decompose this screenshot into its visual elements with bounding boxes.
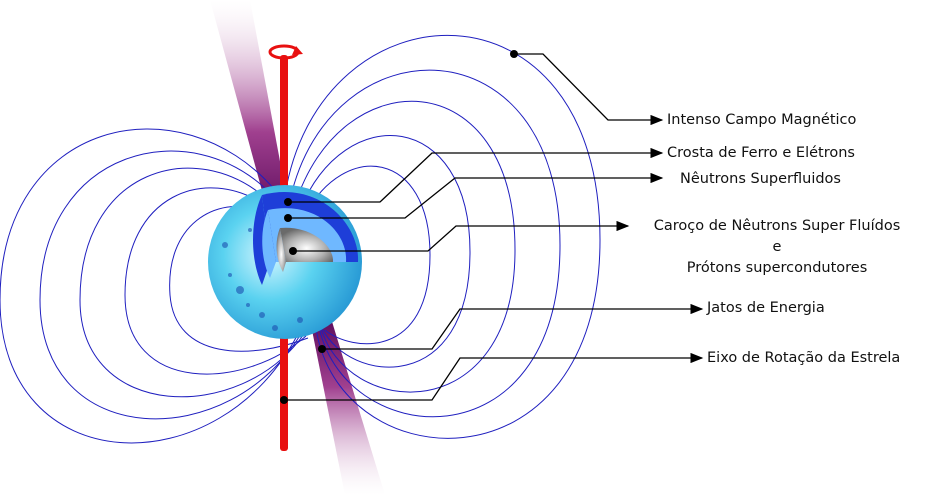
leader-jets [322,303,704,350]
leader-dots [280,50,518,404]
label-jets: Jatos de Energia [707,300,825,316]
leader-superfluid [288,172,664,219]
magnetic-field-lines [0,35,601,444]
label-crust: Crosta de Ferro e Elétrons [667,145,855,161]
leader-axis [284,352,704,401]
label-magnetic-field: Intenso Campo Magnético [667,112,857,128]
leader-lines [284,53,704,401]
label-core-line1: Caroço de Nêutrons Super Fluídos [653,218,901,234]
bottom-energy-jet [310,315,385,495]
top-energy-jet [210,0,290,220]
label-core-line2: e [772,239,782,255]
label-core-line3: Prótons supercondutores [686,260,868,276]
label-axis: Eixo de Rotação da Estrela [707,350,901,366]
leader-crust [288,147,664,203]
leader-magnetic-field [514,53,664,126]
leader-core [293,220,630,252]
label-superfluid: Nêutrons Superfluidos [680,171,841,187]
rotation-arrow-icon [268,44,303,60]
neutron-star [208,185,362,339]
